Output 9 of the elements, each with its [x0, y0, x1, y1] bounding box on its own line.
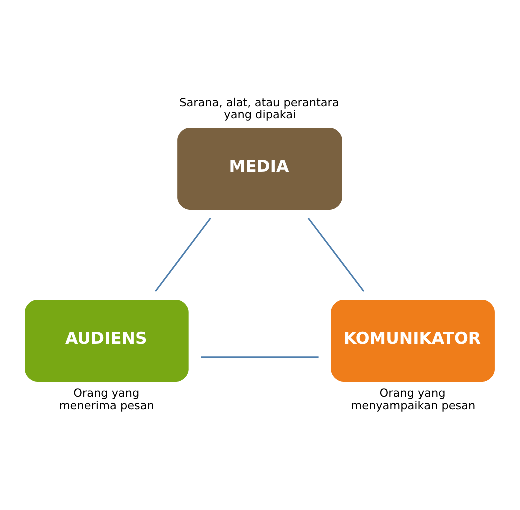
connector — [201, 356, 319, 358]
node-label: Orang yang menyampaikan pesan — [351, 387, 476, 412]
connector — [308, 218, 365, 292]
node-label: Orang yang menerima pesan — [59, 387, 154, 412]
node-box: AUDIENS — [25, 300, 189, 382]
node-box: MEDIA — [178, 128, 342, 210]
node-label: Sarana, alat, atau perantara yang dipakai — [180, 96, 340, 122]
connector — [155, 218, 212, 292]
node-box: KOMUNIKATOR — [331, 300, 495, 382]
